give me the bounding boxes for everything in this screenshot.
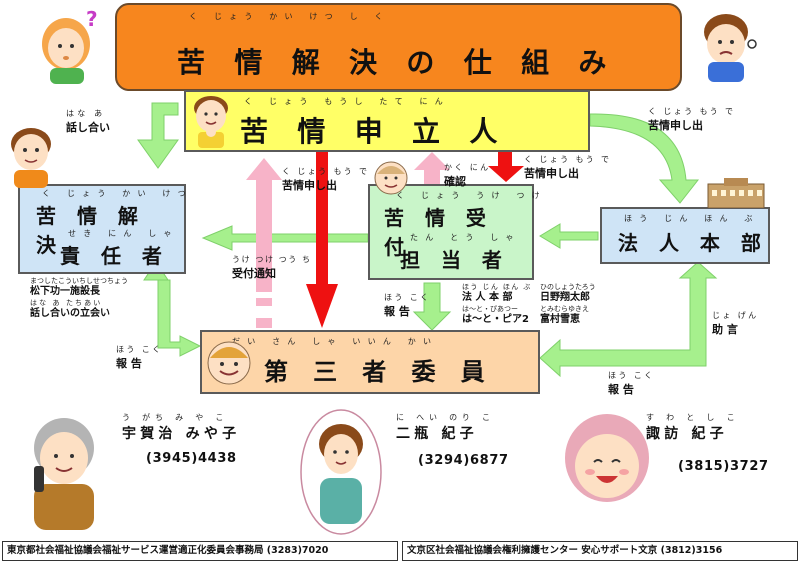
applicant-box: く じょう もうし たて にん 苦 情 申 立 人 bbox=[184, 90, 590, 152]
hq-label: 法 人 本 部 bbox=[618, 231, 768, 255]
reception-ruby-2: たん とう しゃ bbox=[410, 233, 521, 242]
reception-box: く じょう うけ つけ 苦 情 受 付 たん とう しゃ 担 当 者 bbox=[368, 184, 540, 280]
resolver-box: く じょう かい けつ 苦 情 解 決 せき にん しゃ 責 任 者 bbox=[18, 184, 186, 274]
label-report-reception: ほう こく 報 告 bbox=[384, 293, 431, 318]
resolver-line-1: 苦 情 解 決 bbox=[36, 204, 145, 257]
resolver-ruby-1: く じょう かい けつ bbox=[42, 189, 193, 198]
applicant-label: 苦 情 申 立 人 bbox=[240, 115, 508, 148]
label-report-resolver: ほう こく 報 告 bbox=[116, 345, 163, 370]
reception-face-icon bbox=[374, 161, 408, 195]
member-1: う がち み や こ 宇賀治 みや子 (3945)4438 bbox=[122, 413, 241, 466]
resolver-line-2: 責 任 者 bbox=[60, 244, 169, 268]
boy-thinking-icon bbox=[704, 14, 757, 82]
resolver-person: まつしたこういちしせつちょう 松下功一施設長 はな あ たちあい 話し合いの立会… bbox=[30, 277, 128, 319]
arrow-resolver-to-committee bbox=[157, 279, 202, 357]
boy-resolver-icon bbox=[11, 128, 51, 188]
committee-label: 第 三 者 委 員 bbox=[264, 358, 494, 386]
footer-right: 文京区社会福祉協議会権利擁護センター 安心サポート文京 (3812)3156 bbox=[402, 541, 798, 561]
woman-smile-icon bbox=[300, 409, 382, 535]
label-report-hq: ほう こく 報 告 bbox=[608, 371, 655, 396]
arrow-applicant-to-committee bbox=[306, 152, 338, 328]
arrow-reception-to-committee bbox=[412, 282, 452, 331]
resolver-ruby-2: せき にん しゃ bbox=[68, 229, 179, 238]
arrow-applicant-to-reception bbox=[488, 152, 524, 182]
committee-face-icon bbox=[207, 341, 251, 385]
title-ruby: く じょう かい けつ し く bbox=[189, 12, 390, 21]
label-discussion: はな あ 話し合い bbox=[66, 109, 110, 134]
committee-ruby: だい さん しゃ いいん かい bbox=[232, 337, 439, 346]
footer-left: 東京都社会福祉協議会福祉サービス運営適正化委員会事務局 (3283)7020 bbox=[2, 541, 398, 561]
hq-box: ほう じん ほん ぶ 法 人 本 部 bbox=[600, 207, 770, 264]
arrow-reception-to-applicant bbox=[414, 152, 450, 186]
reception-people-col2: ひのしょうたろう 日野翔太郎 とみむらゆきえ 富村雪恵 bbox=[540, 283, 596, 325]
arrow-applicant-to-resolver bbox=[137, 102, 179, 169]
arrow-committee-to-applicant bbox=[246, 158, 282, 312]
title-box: く じょう かい けつ し く 苦 情 解 決 の 仕 組 み bbox=[115, 3, 682, 91]
member-3: す わ と し こ 諏訪 紀子 (3815)3727 bbox=[646, 413, 769, 474]
arrow-hq-to-reception bbox=[539, 223, 599, 249]
reception-ruby-1: く じょう うけ つけ bbox=[396, 191, 547, 200]
label-advice: じょ げん 助 言 bbox=[712, 311, 759, 336]
svg-text:?: ? bbox=[86, 7, 98, 31]
committee-box: だい さん しゃ いいん かい 第 三 者 委 員 bbox=[200, 330, 540, 394]
label-complaint-reception: く じょう もう で 苦情申し出 bbox=[524, 155, 612, 180]
reception-line-2: 担 当 者 bbox=[400, 248, 509, 272]
grandma-phone-icon bbox=[34, 418, 94, 530]
page-title: 苦 情 解 決 の 仕 組 み bbox=[177, 46, 617, 79]
grandma-laugh-icon bbox=[565, 414, 649, 502]
label-notice: うけ つけ つう ち 受付通知 bbox=[232, 255, 312, 280]
member-2: に へい のり こ 二瓶 紀子 (3294)6877 bbox=[396, 413, 509, 468]
arrow-reception-to-resolver bbox=[201, 225, 369, 251]
applicant-ruby: く じょう もうし たて にん bbox=[244, 97, 450, 106]
label-complaint-committee: く じょう もう で 苦情申し出 bbox=[282, 167, 370, 192]
label-complaint-hq: く じょう もう で 苦情申し出 bbox=[648, 107, 736, 132]
arrow-applicant-to-hq bbox=[589, 113, 700, 204]
hq-ruby: ほう じん ほん ぶ bbox=[624, 214, 760, 223]
reception-line-1: 苦 情 受 付 bbox=[384, 206, 493, 259]
reception-people-col1: ほう じん ほん ぶ 法 人 本 部 は～と・ぴあつー は～と・ピア2 bbox=[462, 283, 532, 325]
label-confirm: かく にん 確認 bbox=[444, 163, 491, 188]
building-icon bbox=[707, 178, 765, 208]
boy-thumbs-icon bbox=[194, 96, 228, 148]
girl-question-icon: ? bbox=[42, 7, 98, 84]
